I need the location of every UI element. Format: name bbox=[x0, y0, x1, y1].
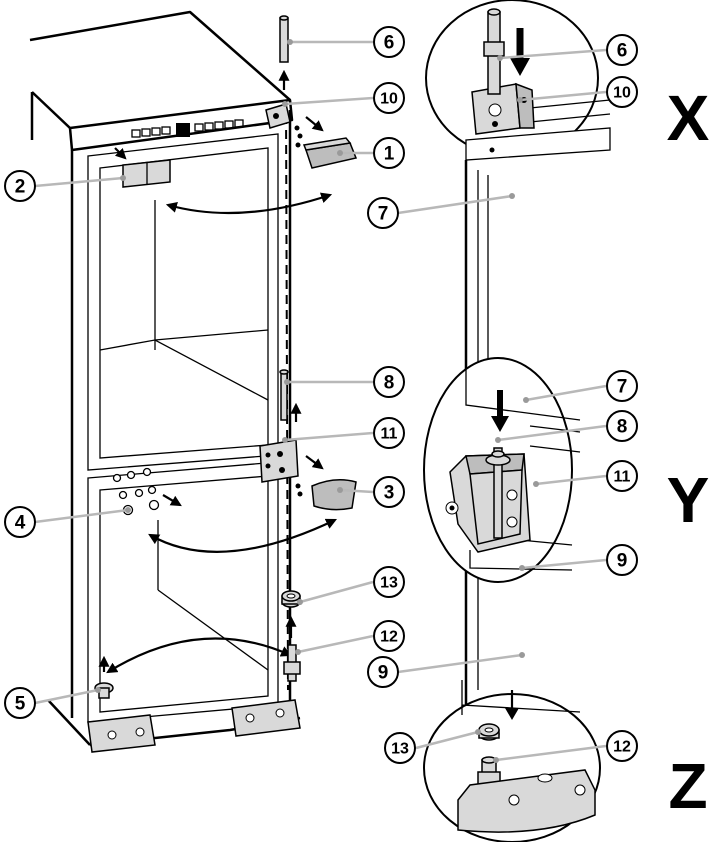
svg-text:2: 2 bbox=[15, 177, 26, 198]
svg-text:7: 7 bbox=[617, 377, 628, 398]
detail-label-z: Z bbox=[668, 750, 707, 822]
callout-2: 2 bbox=[4, 170, 36, 202]
callout-13-main: 13 bbox=[373, 566, 405, 598]
svg-text:1: 1 bbox=[384, 144, 395, 165]
svg-text:8: 8 bbox=[384, 373, 395, 394]
svg-text:4: 4 bbox=[15, 513, 26, 534]
svg-text:8: 8 bbox=[617, 417, 628, 438]
middle-hinge-cover bbox=[305, 455, 357, 511]
svg-text:6: 6 bbox=[617, 41, 628, 62]
top-hinge-bracket bbox=[265, 103, 303, 148]
bottom-hinge-pin bbox=[283, 644, 301, 682]
svg-text:6: 6 bbox=[384, 33, 395, 54]
callout-10-main: 10 bbox=[373, 82, 405, 114]
svg-text:11: 11 bbox=[614, 469, 631, 486]
svg-text:10: 10 bbox=[613, 85, 631, 102]
callout-1: 1 bbox=[373, 137, 405, 169]
callout-10-detail: 10 bbox=[606, 76, 638, 108]
callout-11-main: 11 bbox=[373, 417, 405, 449]
callout-3: 3 bbox=[373, 476, 405, 508]
callout-6-detail: 6 bbox=[606, 34, 638, 66]
callout-8-detail: 8 bbox=[606, 410, 638, 442]
latch-block bbox=[114, 147, 171, 188]
detail-y bbox=[423, 357, 581, 583]
middle-hinge-bracket bbox=[259, 439, 303, 497]
svg-text:10: 10 bbox=[380, 91, 398, 108]
foot-left bbox=[87, 714, 156, 753]
svg-text:3: 3 bbox=[384, 483, 395, 504]
detail-x bbox=[425, 0, 611, 161]
detail-label-x: X bbox=[667, 82, 710, 154]
foot-right bbox=[231, 699, 301, 737]
callout-7-main: 7 bbox=[367, 197, 399, 229]
top-hinge-pin bbox=[278, 15, 290, 90]
callout-7-detail: 7 bbox=[606, 370, 638, 402]
detail-z bbox=[423, 680, 601, 842]
callout-6-main: 6 bbox=[373, 26, 405, 58]
callout-5: 5 bbox=[4, 687, 36, 719]
svg-text:7: 7 bbox=[378, 204, 389, 225]
leader-lines bbox=[34, 39, 607, 763]
callout-12-detail: 12 bbox=[606, 730, 638, 762]
callout-11-detail: 11 bbox=[606, 460, 638, 492]
callout-4: 4 bbox=[4, 506, 36, 538]
svg-text:9: 9 bbox=[617, 551, 628, 572]
svg-text:11: 11 bbox=[381, 426, 398, 443]
callout-9-main: 9 bbox=[367, 656, 399, 688]
washer bbox=[281, 590, 301, 638]
svg-text:9: 9 bbox=[378, 663, 389, 684]
svg-text:5: 5 bbox=[15, 694, 26, 715]
callout-9-detail: 9 bbox=[606, 544, 638, 576]
appliance-cabinet bbox=[29, 10, 301, 747]
middle-hinge-pin bbox=[279, 369, 302, 422]
detail-label-y: Y bbox=[667, 464, 710, 536]
svg-text:12: 12 bbox=[613, 739, 631, 756]
callout-12-main: 12 bbox=[373, 620, 405, 652]
callout-13-detail: 13 bbox=[384, 732, 416, 764]
top-hinge-cover bbox=[302, 116, 358, 169]
svg-text:12: 12 bbox=[380, 629, 398, 646]
control-panel bbox=[131, 119, 244, 138]
svg-text:13: 13 bbox=[380, 575, 398, 592]
callout-8-main: 8 bbox=[373, 366, 405, 398]
svg-text:13: 13 bbox=[391, 741, 409, 758]
screw-holes bbox=[112, 467, 182, 516]
